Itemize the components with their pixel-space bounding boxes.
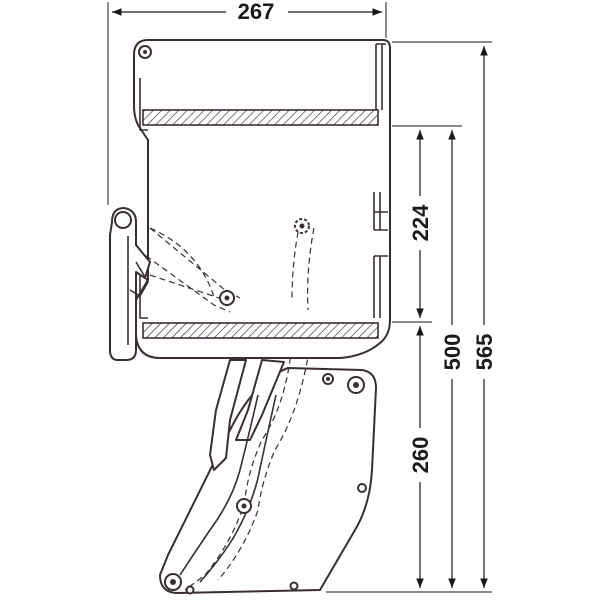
front-handle-bracket: [109, 207, 151, 361]
dimension-overall-height: 565: [472, 46, 497, 588]
upper-shelf: [142, 109, 379, 126]
pivot-bolt-bottom-small: [185, 585, 195, 595]
lower-rail-lower-clip: [373, 255, 388, 318]
mechanism-inner-contour: [179, 394, 259, 576]
dimension-mechanism-height-label: 260: [408, 437, 433, 474]
dimension-shelf-spacing-label: 224: [408, 204, 433, 241]
dimension-shelf-height: 500: [440, 130, 465, 588]
dimension-overall-height-label: 565: [472, 334, 497, 371]
dimension-width-label: 267: [238, 0, 275, 24]
upper-rail: [375, 43, 386, 110]
dimension-shelf-height-label: 500: [440, 334, 465, 371]
basket-side-panel: [133, 39, 391, 359]
rear-clip-upper: [139, 78, 148, 131]
pivot-bolt-arm-joint: [219, 290, 235, 306]
mechanism-hidden-track-2: [217, 229, 316, 581]
mechanism-arm-rear: [209, 359, 247, 471]
pivot-bolt-bottom-left: [164, 573, 182, 591]
arm-motion-paths: [137, 221, 315, 313]
dimension-width: 267: [107, 0, 387, 205]
pivot-bolt-top-left: [322, 373, 334, 385]
pivot-bolt-upper-arm: [294, 218, 310, 234]
pivot-bolt-top-right: [347, 376, 365, 394]
dimension-mechanism-height: 260: [408, 326, 433, 588]
rear-clip-lower: [139, 260, 148, 319]
pivot-bolt-right: [357, 483, 367, 493]
lower-rail-upper-clip: [373, 192, 388, 231]
mechanism-side-plate: [159, 367, 377, 594]
basket-frame: [133, 39, 391, 359]
pivot-bolt-bottom-right: [289, 581, 299, 591]
lift-mechanism: [159, 227, 377, 595]
lower-shelf: [142, 322, 379, 339]
mechanism-arm-front: [235, 359, 285, 441]
corner-bolt-top: [138, 45, 152, 59]
dimension-shelf-spacing: 224: [408, 130, 433, 318]
pivot-bolt-middle: [236, 498, 252, 514]
